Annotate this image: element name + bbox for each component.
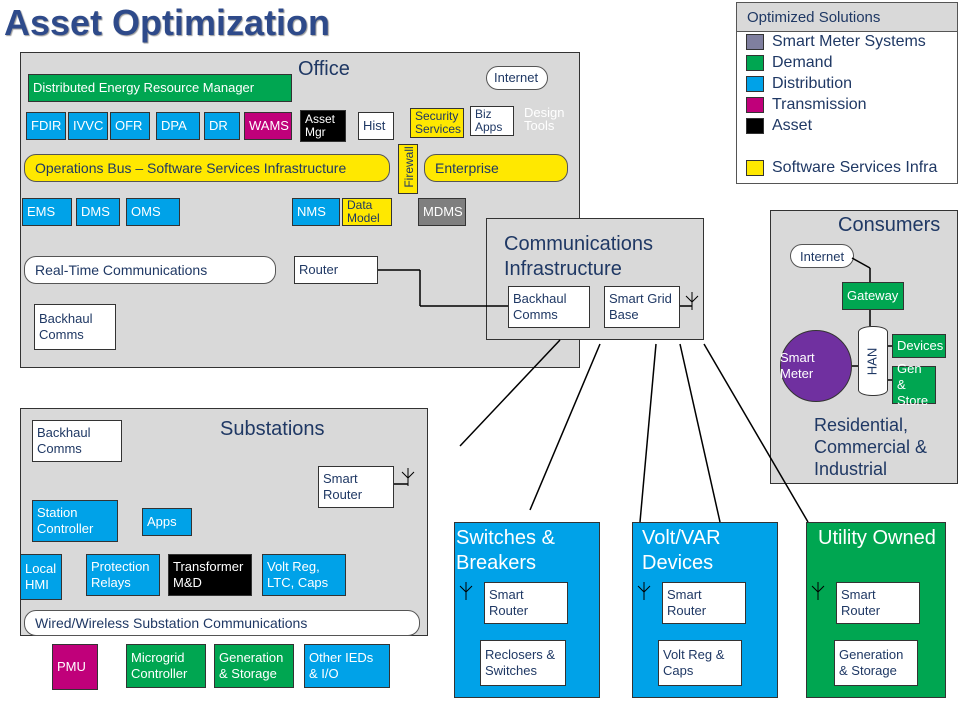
legend-label-4: Asset [772, 117, 813, 134]
field-title-voltvar: Volt/VAR Devices [642, 527, 721, 574]
oms-box[interactable]: OMS [126, 198, 180, 226]
field-title-utility: Utility Owned [818, 527, 936, 549]
legend-label-3: Transmission [772, 96, 867, 113]
local-hmi-box[interactable]: Local HMI [20, 554, 62, 600]
sub-backhaul-box[interactable]: Backhaul Comms [32, 420, 122, 462]
internet-label: Internet [494, 70, 539, 85]
consumer-internet-cloud [790, 244, 854, 268]
apps-box[interactable]: Apps [142, 508, 192, 536]
data-model-box[interactable]: Data Model [342, 198, 392, 226]
smart-meter-label: Smart Meter [780, 350, 815, 381]
security-services-box[interactable]: Security Services [410, 108, 464, 138]
design-tools-label: Design Tools [524, 105, 565, 133]
app-ivvc[interactable]: IVVC [68, 112, 108, 140]
legend-label-1: Demand [772, 54, 833, 71]
firewall-box [398, 144, 418, 194]
substation-bus: Wired/Wireless Substation Communications [24, 610, 420, 636]
app-dpa[interactable]: DPA [156, 112, 200, 140]
comms-backhaul-box[interactable]: Backhaul Comms [508, 286, 590, 328]
gen-storage-box[interactable]: Generation & Storage [214, 644, 294, 688]
firewall-label: Firewall [402, 146, 416, 188]
legend-swatch-3 [746, 97, 764, 113]
rtc-bus: Real-Time Communications [24, 256, 276, 284]
app-dr[interactable]: DR [204, 112, 240, 140]
legend-label-2: Distribution [772, 75, 853, 92]
app-ofr[interactable]: OFR [110, 112, 150, 140]
gateway-box[interactable]: Gateway [842, 282, 904, 310]
microgrid-box[interactable]: Microgrid Controller [126, 644, 206, 688]
legend-panel [736, 2, 958, 184]
station-controller-box[interactable]: Station Controller [32, 500, 118, 542]
han-label: HAN [864, 347, 880, 376]
legend-swatch-1 [746, 55, 764, 71]
office-backhaul-box[interactable]: Backhaul Comms [34, 304, 116, 350]
biz-apps-box[interactable]: Biz Apps [470, 106, 514, 136]
office-router-box[interactable]: Router [294, 256, 378, 284]
internet-cloud [486, 66, 548, 90]
pmu-box[interactable]: PMU [52, 644, 98, 690]
derm-box[interactable]: Distributed Energy Resource Manager [28, 74, 292, 102]
legend-label-0: Smart Meter Systems [772, 33, 926, 50]
legend-swatch-2 [746, 76, 764, 92]
dms-box[interactable]: DMS [76, 198, 120, 226]
smart-grid-base-box[interactable]: Smart Grid Base [604, 286, 680, 328]
comms-title: Communications Infrastructure [504, 233, 653, 280]
field-title-switches: Switches & Breakers [456, 527, 555, 574]
gen-store-box[interactable]: Gen & Store [892, 361, 936, 408]
sub-smart-router-box[interactable]: Smart Router [318, 466, 394, 508]
other-ieds-box[interactable]: Other IEDs & I/O [304, 644, 390, 688]
operations-bus: Operations Bus – Software Services Infra… [24, 154, 390, 182]
ems-box[interactable]: EMS [22, 198, 72, 226]
transformer-box[interactable]: Transformer M&D [168, 554, 252, 596]
field-device-switches[interactable]: Reclosers & Switches [480, 640, 566, 686]
legend-title: Optimized Solutions [736, 2, 958, 32]
legend-swatch-0 [746, 34, 764, 50]
office-label: Office [298, 58, 350, 80]
han-cylinder [858, 326, 888, 396]
app-fdir[interactable]: FDIR [26, 112, 66, 140]
field-device-utility[interactable]: Generation & Storage [834, 640, 918, 686]
enterprise-bus: Enterprise [424, 154, 568, 182]
mdms-box[interactable]: MDMS [418, 198, 466, 226]
nms-box[interactable]: NMS [292, 198, 340, 226]
field-router-voltvar[interactable]: Smart Router [662, 582, 746, 624]
asset-mgr-box[interactable]: Asset Mgr [300, 110, 346, 142]
field-router-utility[interactable]: Smart Router [836, 582, 920, 624]
devices-box[interactable]: Devices [892, 334, 946, 358]
legend-swatch-software [746, 160, 764, 176]
consumer-internet-label: Internet [800, 249, 845, 264]
consumers-caption: Residential, Commercial & Industrial [814, 415, 928, 479]
field-device-voltvar[interactable]: Volt Reg & Caps [658, 640, 742, 686]
protection-relays-box[interactable]: Protection Relays [86, 554, 160, 596]
substations-title: Substations [220, 418, 325, 440]
field-router-switches[interactable]: Smart Router [484, 582, 568, 624]
hist-box[interactable]: Hist [358, 112, 394, 140]
legend-swatch-4 [746, 118, 764, 134]
app-wams[interactable]: WAMS [244, 112, 292, 140]
page-title: Asset Optimization [4, 2, 331, 43]
volt-reg-box[interactable]: Volt Reg, LTC, Caps [262, 554, 346, 596]
legend-label-software: Software Services Infra [772, 159, 938, 176]
consumers-title: Consumers [838, 214, 941, 236]
